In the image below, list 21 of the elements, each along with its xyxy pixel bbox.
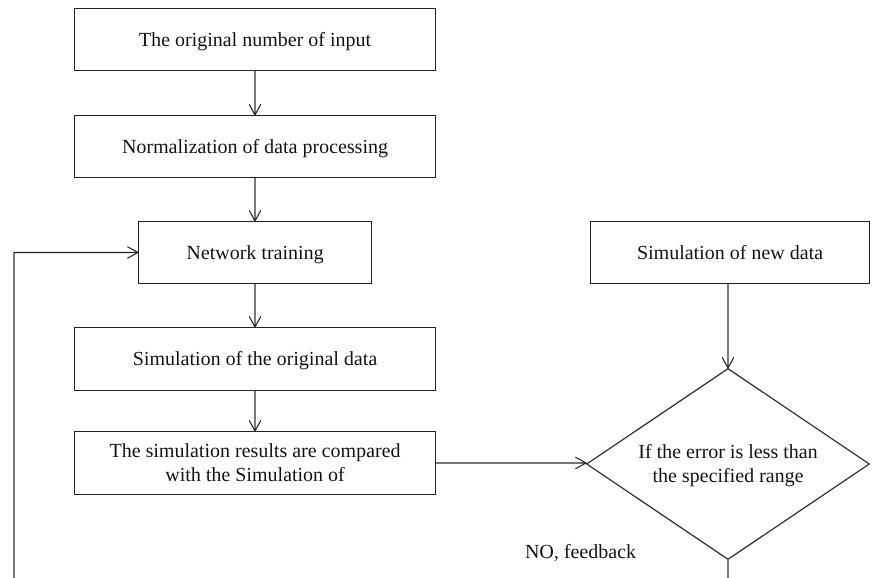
node-text: If the error is less than the specified range — [637, 440, 819, 488]
node-text: The original number of input — [138, 28, 372, 52]
node-text: Network training — [186, 240, 324, 264]
arrow — [13, 246, 139, 578]
arrow — [248, 284, 262, 328]
arrow — [248, 178, 262, 222]
process-box — [590, 221, 870, 284]
arrow — [248, 71, 262, 116]
node-text: Normalization of data processing — [122, 134, 388, 158]
process-box — [74, 8, 436, 71]
process-box — [74, 431, 436, 495]
edge-label: NO, feedback — [524, 541, 636, 564]
arrow — [436, 456, 587, 470]
process-box — [138, 221, 372, 284]
process-box — [74, 327, 436, 391]
arrow — [248, 391, 262, 432]
node-text: Simulation of new data — [636, 240, 824, 264]
arrow — [721, 284, 735, 369]
process-box — [74, 115, 436, 178]
node-text: Simulation of the original data — [132, 347, 378, 371]
node-text: The simulation results are compared with the Simulation of — [108, 439, 402, 487]
